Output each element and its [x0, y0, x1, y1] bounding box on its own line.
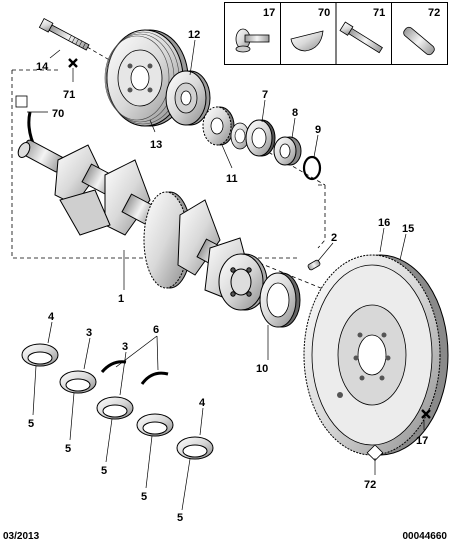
callout-5: 5 [177, 512, 183, 524]
callout-17: 17 [416, 435, 428, 447]
legend-code: 71 [373, 7, 385, 19]
legend-code: 72 [428, 7, 440, 19]
callout-7: 7 [262, 89, 268, 101]
legend-item-70: 70 [290, 7, 330, 52]
legend-item-72: 72 [403, 7, 440, 56]
footer-reference-number: 00044660 [402, 531, 448, 542]
dowel-pin-icon [403, 26, 435, 56]
flywheel [303, 254, 449, 456]
woodruff-key-icon [290, 30, 324, 52]
bearing-shells [21, 343, 214, 460]
spacer-ring [273, 136, 302, 166]
callout-9: 9 [315, 124, 321, 136]
callout-5: 5 [28, 418, 34, 430]
long-bolt-icon [339, 21, 383, 54]
callout-6: 6 [153, 324, 159, 336]
o-ring [302, 155, 322, 181]
thrust-washer [230, 122, 250, 150]
front-oil-seal [245, 119, 276, 157]
callout-4: 4 [48, 311, 55, 323]
pulley-hub [165, 70, 211, 126]
callout-72: 72 [364, 479, 376, 491]
legend-code: 70 [318, 7, 330, 19]
callout-12: 12 [188, 29, 200, 41]
callout-8: 8 [292, 107, 298, 119]
footer-date: 03/2013 [3, 531, 40, 542]
callout-16: 16 [378, 217, 390, 229]
callout-3: 3 [122, 341, 128, 353]
callout-10: 10 [256, 363, 268, 375]
legend-item-17: 17 [235, 7, 275, 53]
callout-2: 2 [331, 232, 337, 244]
callout-14: 14 [36, 61, 49, 73]
callout-4: 4 [199, 397, 206, 409]
dowel-marker [366, 444, 384, 462]
callout-11: 11 [226, 173, 238, 185]
callout-15: 15 [402, 223, 414, 235]
callout-3: 3 [86, 327, 92, 339]
callout-5: 5 [141, 491, 147, 503]
callout-70: 70 [52, 108, 64, 120]
timing-sprocket [202, 106, 235, 146]
callout-13: 13 [150, 139, 162, 151]
callout-71: 71 [63, 89, 75, 101]
pulley-bolt [38, 18, 90, 51]
cross-marker [68, 58, 78, 68]
callout-labels: 14 71 70 13 12 11 7 8 9 2 1 10 16 15 17 … [28, 29, 428, 524]
callout-5: 5 [101, 465, 107, 477]
bolt-cap-icon [235, 28, 270, 53]
legend-item-71: 71 [339, 7, 385, 54]
callout-1: 1 [118, 293, 124, 305]
legend-code: 17 [263, 7, 275, 19]
leader-lines [27, 39, 425, 511]
rear-oil-seal [259, 272, 301, 328]
parts-legend: 17 70 71 72 [224, 2, 448, 65]
dowel-pin [307, 259, 321, 271]
callout-5: 5 [65, 443, 71, 455]
crankshaft [17, 139, 268, 311]
cross-marker [421, 409, 431, 419]
